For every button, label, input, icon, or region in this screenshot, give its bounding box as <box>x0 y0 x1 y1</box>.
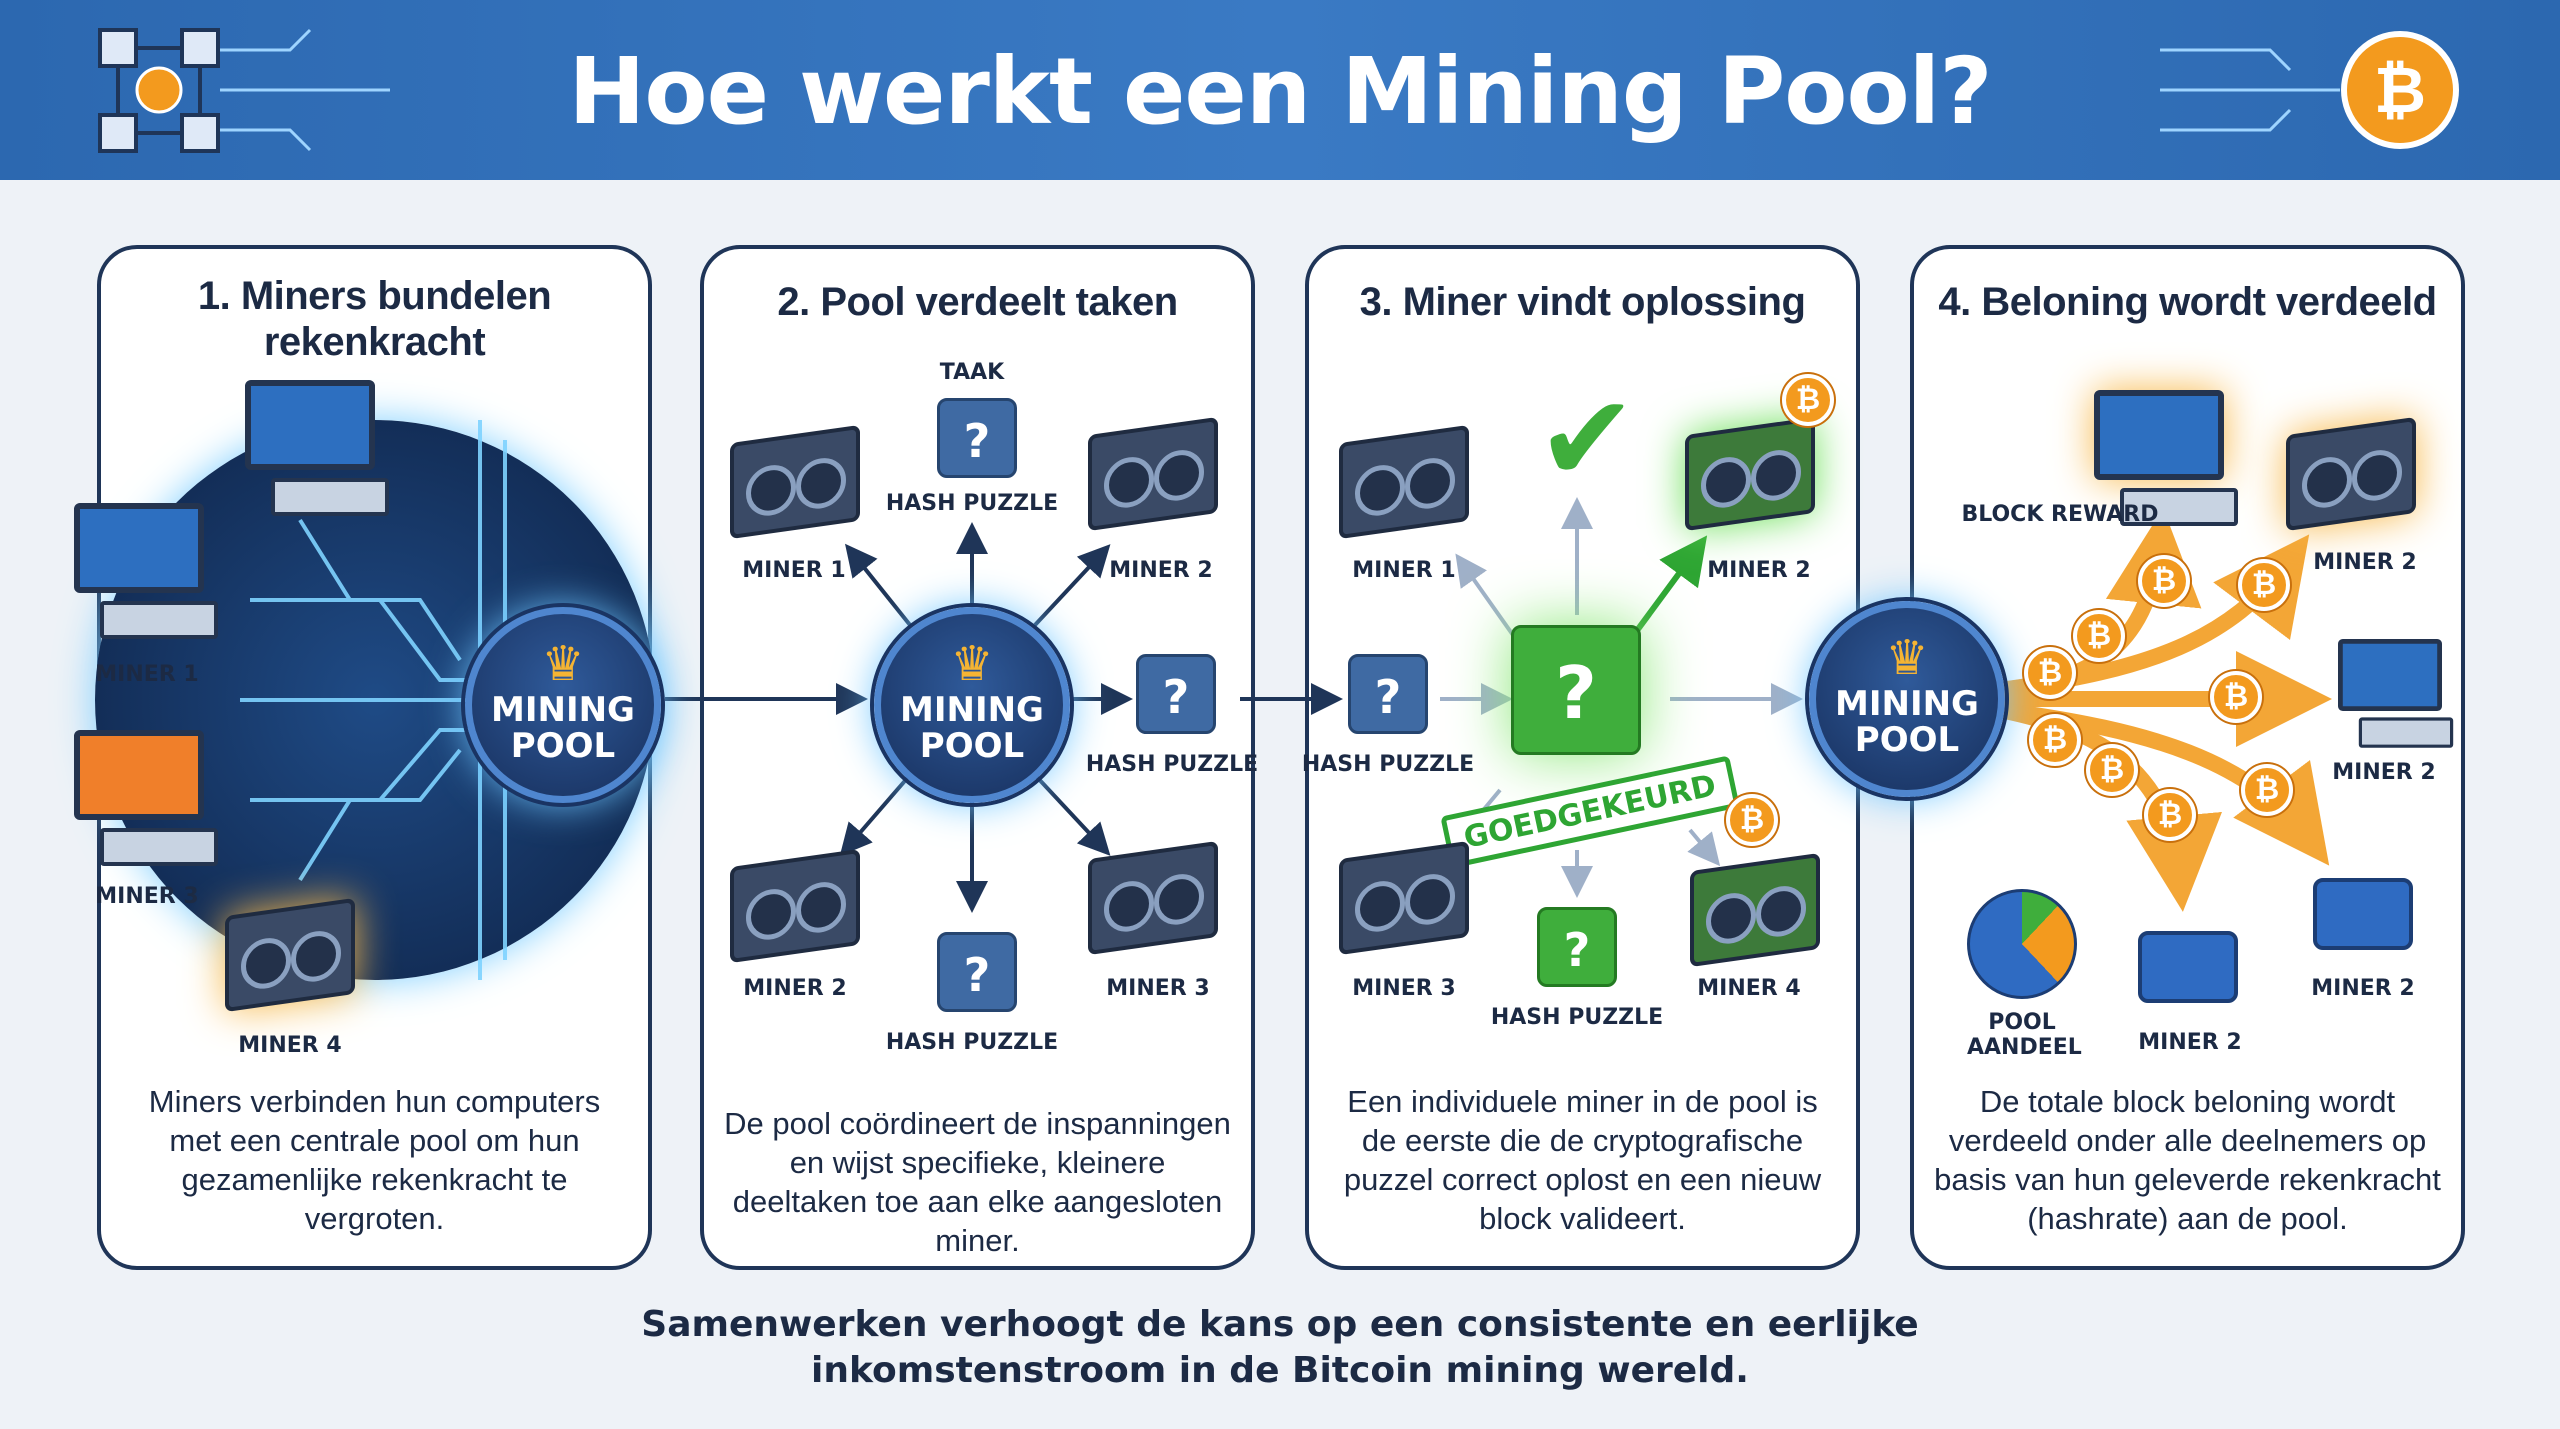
computer-icon <box>74 503 218 639</box>
wallet-icon <box>2138 931 2238 1003</box>
miner-label: MINER 2 <box>2332 760 2436 785</box>
panel-description: Een individuele miner in de pool is de e… <box>1343 1084 1822 1236</box>
miner-label: MINER 1 <box>1352 558 1456 583</box>
puzzle-icon: ? <box>1348 654 1428 734</box>
miner-label: MINER 3 <box>95 884 199 909</box>
miner-label: MINER 4 <box>1697 976 1801 1001</box>
mining-rig-icon <box>1339 424 1469 540</box>
laptop-icon <box>2338 639 2454 748</box>
miner-label: MINER 2 <box>2138 1030 2242 1055</box>
puzzle-icon: ? <box>1537 907 1617 987</box>
miner-label: MINER 2 <box>1109 558 1213 583</box>
puzzle-label: HASH PUZZLE <box>1490 1005 1664 1030</box>
task-label: TAAK <box>939 360 1005 385</box>
panel-description: Miners verbinden hun computers met een c… <box>148 1084 601 1236</box>
bitcoin-icon: ₿ <box>2144 789 2196 841</box>
footer-text: Samenwerken verhoogt de kans op een cons… <box>641 1304 1919 1391</box>
bitcoin-icon: ₿ <box>1782 374 1834 426</box>
mining-rig-icon <box>1690 852 1820 968</box>
page-title: Hoe werkt een Mining Pool? <box>568 38 1992 145</box>
crown-icon: ♛ <box>950 636 994 692</box>
block-reward-label: BLOCK REWARD <box>1961 502 2159 527</box>
wallet-icon <box>2313 878 2413 950</box>
puzzle-icon: ? <box>1136 654 1216 734</box>
crown-icon: ♛ <box>1885 630 1929 686</box>
panel-title: 3. Miner vindt oplossing <box>1359 280 1806 324</box>
computer-icon <box>245 380 389 516</box>
bitcoin-icon: ₿ <box>1726 794 1778 846</box>
bitcoin-icon: ₿ <box>2024 647 2076 699</box>
bitcoin-icon: ₿ <box>2138 555 2190 607</box>
miner-label: MINER 1 <box>742 558 846 583</box>
panel-title: 4. Beloning wordt verdeeld <box>1938 280 2437 324</box>
bitcoin-icon: ₿ <box>2086 744 2138 796</box>
miner-label: MINER 4 <box>238 1033 342 1058</box>
mining-rig-icon <box>730 848 860 964</box>
mining-rig-icon <box>730 424 860 540</box>
panel-title: 1. Miners bundelen rekenkracht <box>197 274 552 364</box>
puzzle-label: HASH PUZZLE <box>885 491 1059 516</box>
miner-label: MINER 2 <box>743 976 847 1001</box>
computer-icon <box>74 730 218 866</box>
pie-chart-icon <box>1967 889 2077 999</box>
task-arrow <box>839 773 912 857</box>
miner-label: MINER 2 <box>2313 550 2417 575</box>
block-reward-icon <box>2094 390 2238 526</box>
task-arrow <box>1033 544 1111 627</box>
miner-label: MINER 3 <box>1352 976 1456 1001</box>
svg-text:₿: ₿ <box>2374 54 2426 128</box>
puzzle-label: HASH PUZZLE <box>885 1030 1059 1055</box>
bitcoin-icon: ₿ <box>2029 714 2081 766</box>
winner-arrow <box>1627 535 1708 642</box>
mining-rig-icon <box>1339 840 1469 956</box>
blockchain-network-icon <box>98 28 390 153</box>
solved-puzzle-icon: ? <box>1511 625 1641 755</box>
task-arrow <box>1033 773 1111 856</box>
puzzle-label: HASH PUZZLE <box>1301 752 1475 777</box>
bitcoin-coin-icon: ₿ <box>2160 31 2459 149</box>
mining-rig-icon <box>2286 416 2416 532</box>
mining-rig-icon <box>1088 840 1218 956</box>
miner-label: MINER 3 <box>1106 976 1210 1001</box>
panel-description: De pool coördineert de inspanningen en w… <box>724 1106 1231 1258</box>
mining-rig-icon <box>1088 416 1218 532</box>
panel-description: De totale block beloning wordt verdeeld … <box>1934 1084 2441 1236</box>
crown-icon: ♛ <box>541 636 585 692</box>
puzzle-label: HASH PUZZLE <box>1085 752 1259 777</box>
puzzle-icon: ? <box>937 932 1017 1012</box>
bitcoin-icon: ₿ <box>2241 764 2293 816</box>
bitcoin-icon: ₿ <box>2210 671 2262 723</box>
miner-label: MINER 2 <box>1707 558 1811 583</box>
miner-label: MINER 1 <box>95 662 199 687</box>
panel-title: 2. Pool verdeelt taken <box>777 280 1178 324</box>
bitcoin-icon: ₿ <box>2238 559 2290 611</box>
bitcoin-icon: ₿ <box>2073 610 2125 662</box>
puzzle-icon: ? <box>937 398 1017 478</box>
mining-rig-icon <box>1685 416 1815 532</box>
checkmark-icon: ✔ <box>1536 370 1638 509</box>
miner-label: MINER 2 <box>2311 976 2415 1001</box>
header: Hoe werkt een Mining Pool? ₿ <box>0 0 2560 180</box>
task-arrow <box>845 543 912 627</box>
pool-share-label: POOL AANDEEL <box>1967 1010 2082 1060</box>
